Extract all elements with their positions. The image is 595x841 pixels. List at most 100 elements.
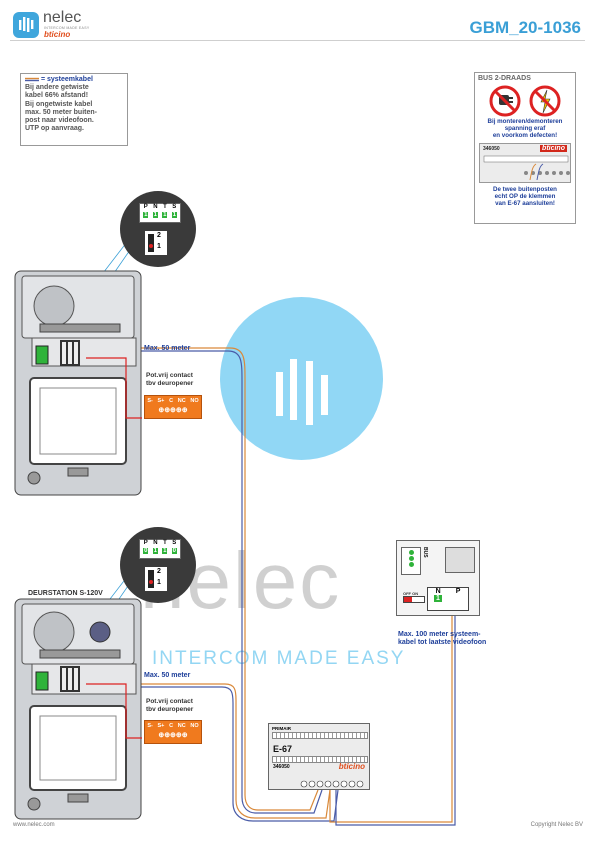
bus-device-terminals-icon (483, 155, 570, 180)
relay-label-top: Pot.vrij contact tbv deuropener (146, 372, 193, 387)
bus-title: BUS 2-DRAADS (478, 75, 531, 82)
relay-label-line: tbv deuropener (146, 705, 194, 713)
jumper (148, 234, 154, 252)
psu-brand: bticino (338, 762, 365, 771)
note-line: max. 50 meter buiten- (25, 108, 97, 116)
dip-value: 1 (143, 212, 149, 218)
psu-vent (272, 756, 368, 763)
note-title: = systeemkabel (40, 76, 93, 83)
monitor-bus-label: BUS (422, 547, 428, 558)
monitor-switch: OFF ON (403, 591, 425, 603)
jumper (148, 570, 154, 588)
monitor-terminal-block (401, 547, 421, 575)
power-supply-e67: PRIMAIR E-67 346050 bticino (268, 723, 370, 790)
bus-note-line: De twee buitenposten (493, 185, 557, 193)
cable-length-label-bottom: Max. 50 meter (144, 672, 191, 679)
bus-warning-box: BUS 2-DRAADS Bij monteren/demonteren spa… (474, 72, 576, 224)
door-station-bottom (14, 598, 142, 820)
footer-website: www.nelec.com (13, 822, 55, 828)
monitor-dip-label: N (435, 588, 441, 595)
note-line: UTP op aanvraag. (25, 125, 85, 133)
relay-terminal: C (169, 723, 174, 729)
psu-code: 346050 (273, 764, 290, 770)
monitor-screen (445, 547, 475, 573)
cable-length-label-top: Max. 50 meter (144, 345, 191, 352)
relay-terminal: NC (177, 398, 186, 404)
relay-screws-icon: ⊕⊕⊕⊕⊕ (158, 732, 188, 739)
monitor-note-line: Max. 100 meter systeem- (398, 631, 481, 638)
jumper-block: 2 1 (145, 231, 167, 255)
switch-label: OFF (403, 591, 411, 596)
bticino-brand: bticino (44, 30, 71, 39)
dip-label: N (153, 540, 158, 546)
dip-label: P (143, 540, 148, 546)
monitor-dip-value: 1 (434, 595, 442, 602)
jumper-pos: 1 (157, 243, 161, 250)
relay-terminal: S+ (157, 723, 165, 729)
relay-screws-icon: ⊕⊕⊕⊕⊕ (158, 407, 188, 414)
dip-label: S (172, 540, 177, 546)
dip-value: 1 (152, 548, 158, 554)
brand-name: nelec (43, 9, 82, 26)
door-station-top (14, 270, 142, 496)
monitor-dip-label: P (455, 588, 461, 595)
note-line: kabel 66% afstand! (25, 92, 89, 100)
bus-warning-line: spanning eraf (504, 125, 546, 133)
note-line: Bij andere getwiste (25, 84, 89, 92)
bus-warning-line: Bij monteren/demonteren (487, 118, 563, 125)
relay-terminal: NO (190, 398, 199, 404)
monitor-cable-note: Max. 100 meter systeem- kabel tot laatst… (398, 631, 486, 647)
system-cable-note: = systeemkabel Bij andere getwiste kabel… (20, 73, 128, 146)
watermark-subtext: INTERCOM MADE EASY (152, 648, 406, 669)
note-line: post naar videofoon. (25, 117, 94, 125)
relay-terminal: NO (190, 723, 199, 729)
nelec-logo: nelec INTERCOM MADE EASY bticino (13, 9, 113, 40)
monitor-note-line: kabel tot laatste videofoon (398, 639, 487, 646)
logo-icon (13, 12, 39, 38)
psu-terminal-screws-icon (299, 776, 365, 788)
footer-copyright: Copyright Nelec BV (530, 822, 583, 828)
psu-model: E-67 (273, 744, 293, 754)
bus-warning-line: en voorkom defecten! (492, 132, 558, 140)
dip-value: 1 (152, 212, 158, 218)
no-plug-warning-icon (489, 85, 561, 117)
dip-value: 1 (162, 548, 168, 554)
bus-device-thumbnail: 346050 bticino (479, 142, 571, 183)
relay-terminal: NC (177, 723, 186, 729)
dip-value: 0 (143, 548, 149, 554)
jumper-block: 2 1 (145, 567, 167, 591)
jumper-pos: 2 (157, 232, 161, 239)
watermark-circle (220, 297, 383, 460)
relay-label-line: Pot.vrij contact (146, 698, 193, 705)
bus-device-code: 346050 (483, 145, 500, 152)
brand-tagline: INTERCOM MADE EASY (44, 26, 90, 30)
relay-terminal: S+ (157, 398, 165, 404)
dip-label: N (153, 204, 158, 210)
header-divider (10, 40, 585, 41)
jumper-pos: 1 (157, 579, 161, 586)
relay-label-line: Pot.vrij contact (146, 372, 193, 379)
relay-label-bottom: Pot.vrij contact tbv deuropener (146, 698, 193, 713)
document-code: GBM_20-1036 (469, 18, 581, 37)
bus-note-line: echt OP de klemmen (494, 192, 556, 200)
dip-value: 0 (171, 548, 177, 554)
cable-legend-icon (25, 77, 39, 81)
psu-primary-label: PRIMAIR (272, 726, 291, 731)
note-line: Bij ongetwiste kabel (25, 100, 93, 108)
monitor-terminal-screws-icon (402, 548, 420, 567)
monitor-dip-block: N P 1 (427, 587, 469, 611)
dip-label: T (163, 540, 167, 546)
dip-label: P (143, 204, 148, 210)
bus-note-line: van E-67 aansluiten! (495, 200, 555, 208)
station-label: DEURSTATION S-120V (28, 590, 103, 597)
bus-device-brand: bticino (540, 144, 567, 152)
dip-value: 1 (171, 212, 177, 218)
relay-terminal: S- (147, 398, 153, 404)
relay-terminal: C (169, 398, 174, 404)
